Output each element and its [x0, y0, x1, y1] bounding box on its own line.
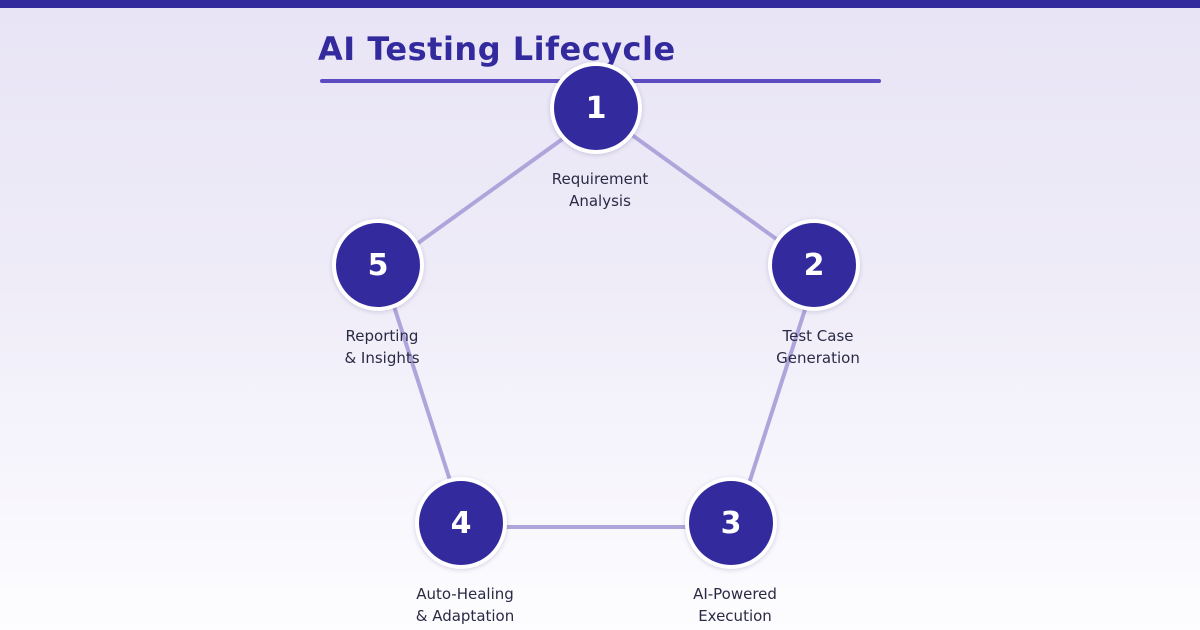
step-circle-5: 5: [332, 219, 424, 311]
step-circle-3: 3: [685, 477, 777, 569]
step-number-4: 4: [450, 505, 472, 541]
step-label-5-line-1: Reporting: [345, 327, 419, 345]
step-label-5: Reporting & Insights: [252, 325, 512, 369]
step-label-5-line-2: & Insights: [344, 349, 420, 367]
step-label-1: Requirement Analysis: [470, 168, 730, 212]
step-number-2: 2: [803, 247, 825, 283]
step-label-4-line-1: Auto-Healing: [416, 585, 514, 603]
page-title: AI Testing Lifecycle: [318, 30, 676, 68]
step-number-1: 1: [585, 90, 607, 126]
step-label-2-line-2: Generation: [776, 349, 860, 367]
top-accent-bar: [0, 0, 1200, 8]
step-label-4: Auto-Healing & Adaptation: [335, 583, 595, 627]
step-circle-4: 4: [415, 477, 507, 569]
step-circle-2: 2: [768, 219, 860, 311]
step-label-3: AI-Powered Execution: [605, 583, 865, 627]
step-label-2-line-1: Test Case: [782, 327, 854, 345]
step-label-1-line-1: Requirement: [551, 170, 649, 188]
step-label-1-line-2: Analysis: [569, 192, 631, 210]
step-number-5: 5: [367, 247, 389, 283]
step-label-2: Test Case Generation: [688, 325, 948, 369]
step-label-3-line-2: Execution: [698, 607, 772, 625]
step-number-3: 3: [720, 505, 742, 541]
step-circle-1: 1: [550, 62, 642, 154]
step-label-4-line-2: & Adaptation: [415, 607, 515, 625]
step-label-3-line-1: AI-Powered: [693, 585, 777, 603]
